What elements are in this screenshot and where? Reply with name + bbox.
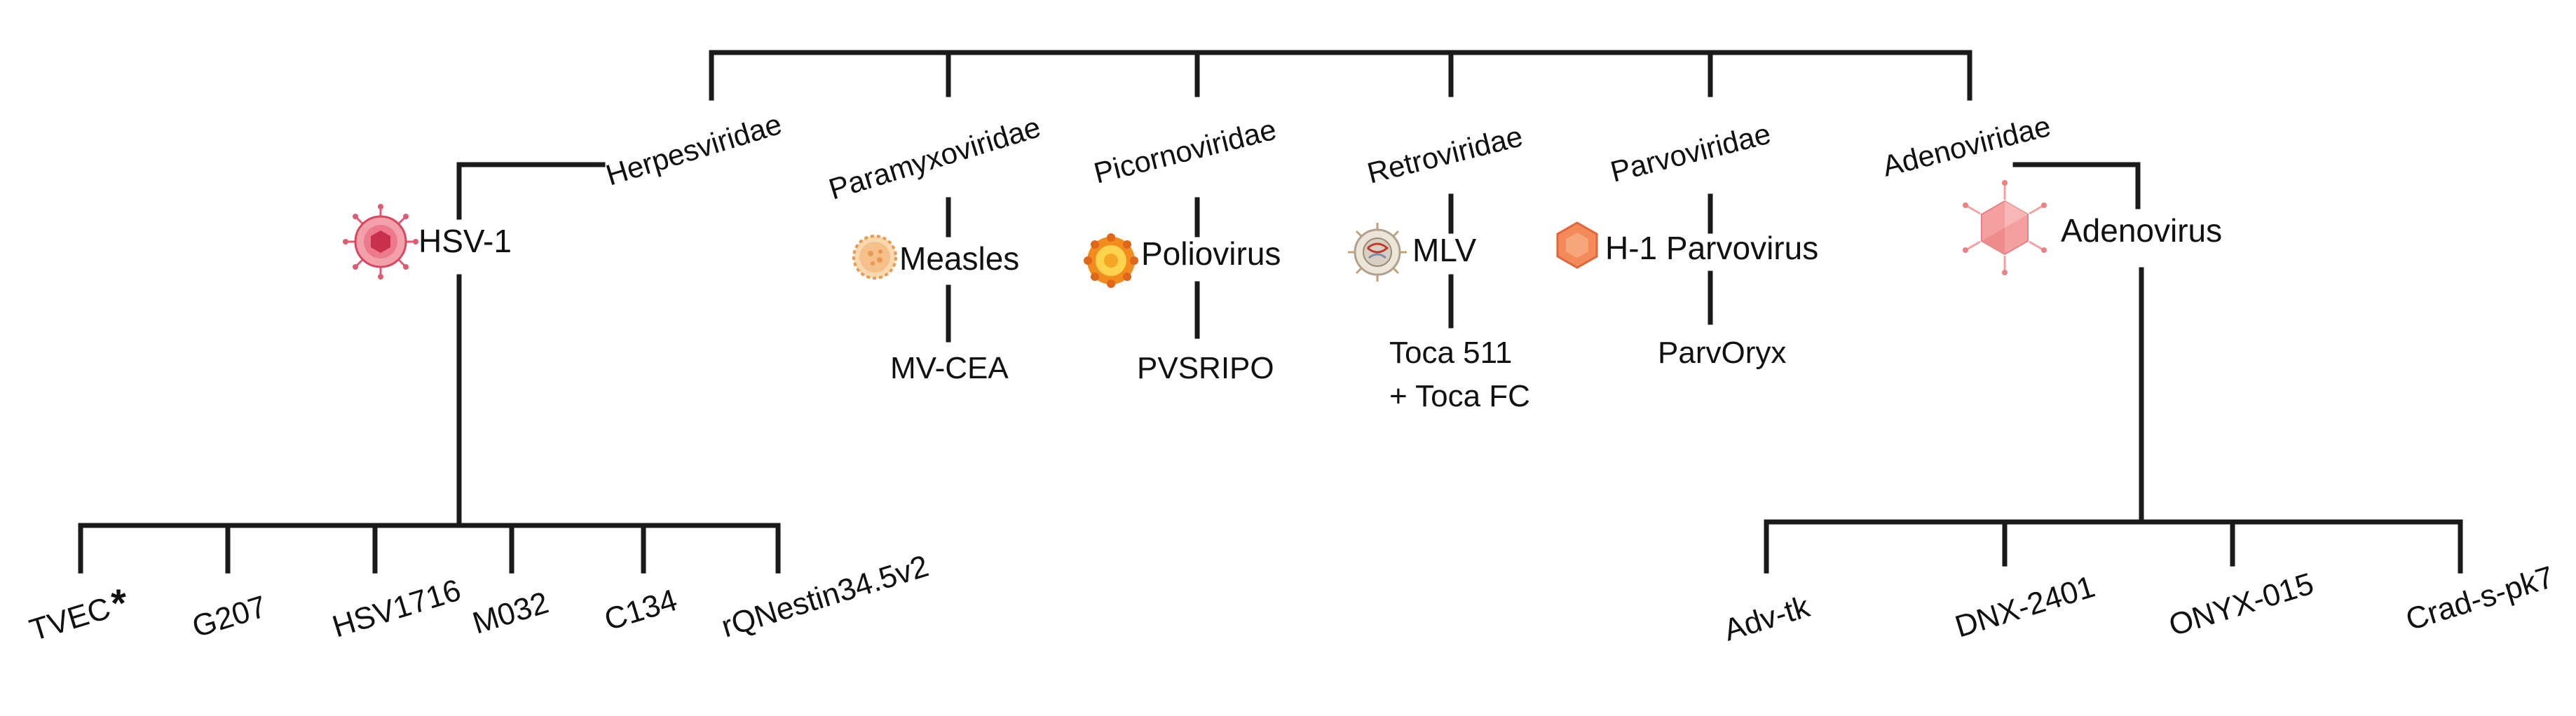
strain-label-mvcea: MV-CEA	[890, 351, 1009, 385]
hsv-virus-icon	[343, 204, 418, 280]
family-label-adenoviridae: Adenoviridae	[1879, 109, 2054, 183]
leaf-hsv-c134: C134	[601, 583, 681, 638]
leaf-hsv-tvec: TVEC	[26, 591, 115, 647]
virus-label-hsv1: HSV-1	[418, 223, 512, 259]
family-label-parvoviridae: Parvoviridae	[1607, 117, 1774, 188]
strain-label-toca511: Toca 511	[1389, 336, 1512, 370]
virus-label-measles: Measles	[899, 240, 1019, 277]
family-label-herpesviridae: Herpesviridae	[602, 107, 786, 192]
strain-label-tocafc: + Toca FC	[1389, 379, 1530, 413]
leaf-hsv-rqnestin: rQNestin34.5v2	[718, 549, 933, 644]
leaf-adeno-dnx2401: DNX-2401	[1951, 570, 2099, 645]
tvec-asterisk-marker: *	[111, 581, 126, 625]
virus-label-poliovirus: Poliovirus	[1141, 235, 1281, 272]
family-label-paramyxoviridae: Paramyxoviridae	[825, 110, 1044, 205]
leaf-adeno-onyx015: ONYX-015	[2165, 566, 2318, 642]
virus-label-h1-parvovirus: H-1 Parvovirus	[1605, 230, 1818, 266]
leaf-adeno-advtk: Adv-tk	[1720, 589, 1815, 648]
leaf-hsv-g207: G207	[189, 589, 271, 644]
family-label-picornoviridae: Picornoviridae	[1091, 113, 1280, 190]
measles-virus-icon	[852, 235, 897, 280]
top-bracket	[709, 50, 1972, 101]
strain-label-parvoryx: ParvOryx	[1658, 336, 1786, 370]
adeno-branch	[1764, 162, 2463, 574]
leaf-hsv-hsv1716: HSV1716	[329, 573, 465, 645]
family-label-retroviridae: Retroviridae	[1364, 119, 1526, 189]
strain-label-pvsripo: PVSRIPO	[1137, 351, 1274, 385]
adenovirus-icon	[1963, 180, 2047, 275]
virus-label-adenovirus: Adenovirus	[2061, 212, 2222, 249]
virus-label-mlv: MLV	[1412, 232, 1476, 268]
parvovirus-icon	[1556, 221, 1598, 269]
leaf-hsv-m032: M032	[469, 586, 553, 641]
hsv1-branch	[78, 162, 781, 574]
mlv-virus-icon	[1348, 223, 1407, 282]
poliovirus-icon	[1084, 233, 1138, 288]
leaf-adeno-crad-s-pk7: Crad-s-pk7	[2402, 560, 2558, 637]
